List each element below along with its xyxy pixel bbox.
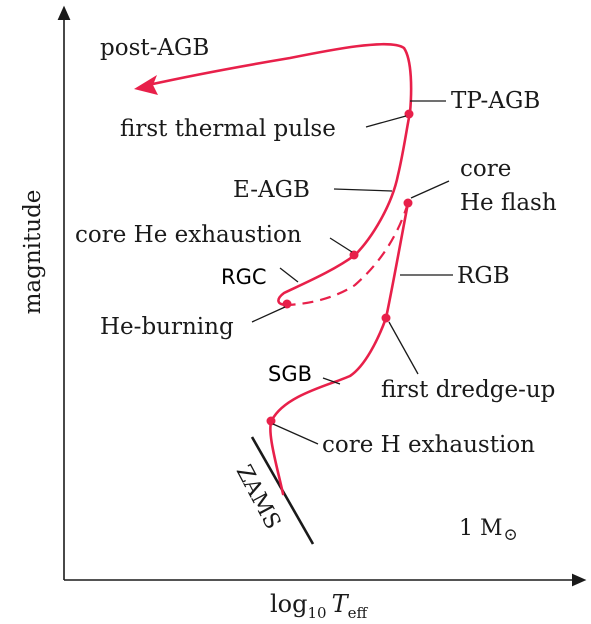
- leader-e-agb: [333, 188, 393, 192]
- red-giant-branch-track: [384, 201, 410, 320]
- leader-sgb: [322, 377, 341, 385]
- leader-rgc: [279, 267, 299, 283]
- label-rgb: RGB: [457, 263, 510, 289]
- leader-core-he-flash: [410, 180, 450, 199]
- label-core-h-exhaustion: core H exhaustion: [322, 432, 535, 458]
- agb-track: [146, 42, 413, 115]
- label-first-thermal-pulse: first thermal pulse: [120, 116, 336, 142]
- mass-label: 1 M⊙: [459, 516, 518, 545]
- leader-first-dredge-up: [388, 321, 419, 375]
- label-e-agb: E-AGB: [233, 177, 310, 203]
- label-post-agb: post-AGB: [100, 35, 209, 61]
- label-rgc: RGC: [221, 265, 267, 289]
- leader-he-burning: [251, 306, 286, 323]
- leader-core-he-exhaustion: [329, 237, 353, 253]
- main-sequence-track: [269, 316, 388, 496]
- label-core-he-flash-line1: core: [460, 156, 511, 182]
- dot-core-h-exhaustion: [266, 416, 276, 426]
- dot-core-he-flash: [403, 198, 413, 208]
- leader-core-h-exhaustion: [272, 423, 319, 445]
- label-he-burning: He-burning: [100, 314, 234, 340]
- label-first-dredge-up: first dredge-up: [381, 377, 555, 403]
- dot-first-thermal-pulse: [404, 109, 414, 119]
- label-tp-agb: TP-AGB: [451, 88, 540, 114]
- dot-core-he-exhaustion: [349, 250, 359, 260]
- label-core-he-flash-line2: He flash: [460, 190, 557, 216]
- leader-first-thermal-pulse: [365, 115, 407, 128]
- dot-he-burning: [282, 299, 292, 309]
- label-core-he-exhaustion: core He exhaustion: [75, 222, 302, 248]
- dot-first-dredge-up: [381, 313, 391, 323]
- post-agb-arrowhead: [134, 75, 158, 95]
- label-sgb: SGB: [268, 362, 312, 386]
- y-axis-label: magnitude: [20, 190, 46, 315]
- he-flash-dashed-track: [287, 202, 410, 307]
